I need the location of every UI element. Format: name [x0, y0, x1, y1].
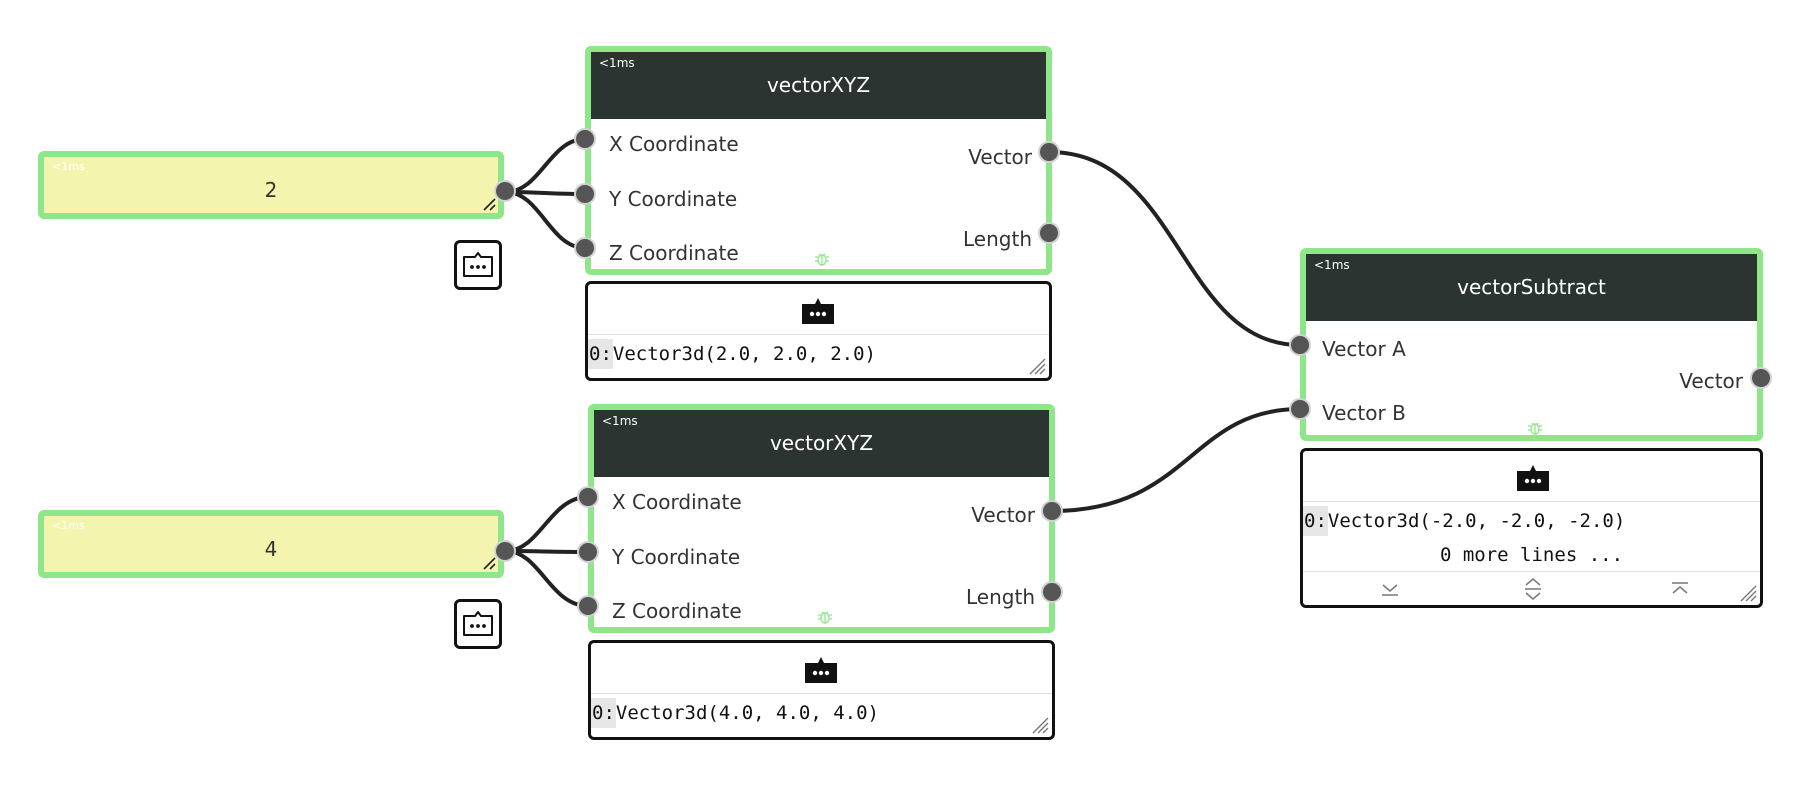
port-y-coordinate[interactable] [574, 183, 596, 205]
timing-label: <1ms [52, 519, 85, 532]
node-header[interactable]: <1ms vectorXYZ [594, 410, 1049, 477]
resize-grip-icon[interactable] [1739, 584, 1757, 602]
scroll-to-bottom-icon[interactable] [1379, 580, 1401, 598]
port-x-coordinate[interactable] [574, 128, 596, 150]
dots-chat-icon [463, 252, 493, 277]
vectorsubtract-node[interactable]: <1ms vectorSubtract Vector A Vector B Ve… [1300, 248, 1763, 441]
output-panel-2: 0:Vector3d(4.0, 4.0, 4.0) [588, 640, 1055, 740]
output-line: 0:Vector3d(-2.0, -2.0, -2.0) [1303, 506, 1625, 536]
output-label-vector: Vector [1679, 369, 1743, 393]
timing-label: <1ms [52, 160, 85, 173]
timing-label: <1ms [599, 56, 635, 70]
output-label-length: Length [963, 227, 1032, 251]
output-nav-bar [1303, 571, 1760, 608]
number-2-output-port[interactable] [494, 540, 516, 562]
output-line: 0:Vector3d(4.0, 4.0, 4.0) [591, 698, 879, 728]
line-text: Vector3d(4.0, 4.0, 4.0) [615, 702, 879, 724]
output-line: 0:Vector3d(2.0, 2.0, 2.0) [588, 339, 876, 369]
port-length-output[interactable] [1041, 581, 1063, 603]
node-title: vectorSubtract [1457, 275, 1606, 299]
output-label-length: Length [966, 585, 1035, 609]
node-title: vectorXYZ [766, 73, 871, 97]
wire-number1-z[interactable] [505, 190, 586, 250]
resize-grip-icon[interactable] [1028, 357, 1046, 375]
input-label-z: Z Coordinate [609, 241, 739, 265]
input-label-z: Z Coordinate [612, 599, 742, 623]
dots-chat-icon[interactable] [801, 296, 835, 326]
number-value[interactable]: 4 [264, 537, 278, 561]
line-index: 0: [588, 339, 613, 369]
more-lines-label[interactable]: 0 more lines ... [1439, 544, 1624, 566]
bug-icon[interactable] [1527, 420, 1543, 436]
wire-number2-z[interactable] [505, 549, 589, 608]
resize-grip-icon[interactable] [482, 556, 496, 570]
line-text: Vector3d(2.0, 2.0, 2.0) [612, 343, 876, 365]
number-1-output-port[interactable] [494, 180, 516, 202]
input-label-y: Y Coordinate [612, 545, 741, 569]
vectorxyz-node-2[interactable]: <1ms vectorXYZ X Coordinate Y Coordinate… [588, 404, 1055, 633]
output-toggle-button-2[interactable] [454, 599, 502, 649]
port-vector-b[interactable] [1289, 398, 1311, 420]
vectorxyz-node-1[interactable]: <1ms vectorXYZ X Coordinate Y Coordinate… [585, 46, 1052, 275]
port-x-coordinate[interactable] [577, 486, 599, 508]
wire-number2-x[interactable] [505, 495, 589, 553]
wire-number1-x[interactable] [505, 137, 586, 194]
node-header[interactable]: <1ms vectorSubtract [1306, 254, 1757, 321]
port-vector-output[interactable] [1750, 367, 1772, 389]
node-title: vectorXYZ [769, 431, 874, 455]
output-panel-3: 0:Vector3d(-2.0, -2.0, -2.0) 0 more line… [1300, 448, 1763, 608]
number-node-2[interactable]: <1ms 4 [38, 510, 504, 578]
output-toolbar [1303, 451, 1760, 502]
port-z-coordinate[interactable] [574, 237, 596, 259]
port-y-coordinate[interactable] [577, 541, 599, 563]
wire-vector2-to-b[interactable] [1051, 407, 1301, 513]
timing-label: <1ms [1314, 258, 1350, 272]
expand-collapse-icon[interactable] [1522, 577, 1544, 601]
output-label-vector: Vector [968, 145, 1032, 169]
input-label-vector-b: Vector B [1322, 401, 1406, 425]
output-toolbar [591, 643, 1052, 694]
line-index: 0: [591, 698, 616, 728]
output-toolbar [588, 284, 1049, 335]
output-panel-1: 0:Vector3d(2.0, 2.0, 2.0) [585, 281, 1052, 381]
port-vector-a[interactable] [1289, 334, 1311, 356]
resize-grip-icon[interactable] [1031, 716, 1049, 734]
number-value[interactable]: 2 [264, 178, 278, 202]
scroll-to-top-icon[interactable] [1669, 580, 1691, 598]
bug-icon[interactable] [814, 251, 830, 267]
output-toggle-button-1[interactable] [454, 240, 502, 290]
output-label-vector: Vector [971, 503, 1035, 527]
node-header[interactable]: <1ms vectorXYZ [591, 52, 1046, 119]
wire-vector1-to-a[interactable] [1048, 150, 1301, 347]
bug-icon[interactable] [817, 609, 833, 625]
dots-chat-icon [463, 611, 493, 636]
input-label-vector-a: Vector A [1322, 337, 1406, 361]
timing-label: <1ms [602, 414, 638, 428]
resize-grip-icon[interactable] [482, 197, 496, 211]
port-vector-output[interactable] [1041, 500, 1063, 522]
port-vector-output[interactable] [1038, 141, 1060, 163]
dots-chat-icon[interactable] [1516, 463, 1550, 493]
input-label-x: X Coordinate [609, 132, 739, 156]
dots-chat-icon[interactable] [804, 655, 838, 685]
input-label-x: X Coordinate [612, 490, 742, 514]
line-text: Vector3d(-2.0, -2.0, -2.0) [1327, 510, 1626, 532]
input-label-y: Y Coordinate [609, 187, 738, 211]
line-index: 0: [1303, 506, 1328, 536]
port-z-coordinate[interactable] [577, 595, 599, 617]
port-length-output[interactable] [1038, 222, 1060, 244]
number-node-1[interactable]: <1ms 2 [38, 151, 504, 219]
